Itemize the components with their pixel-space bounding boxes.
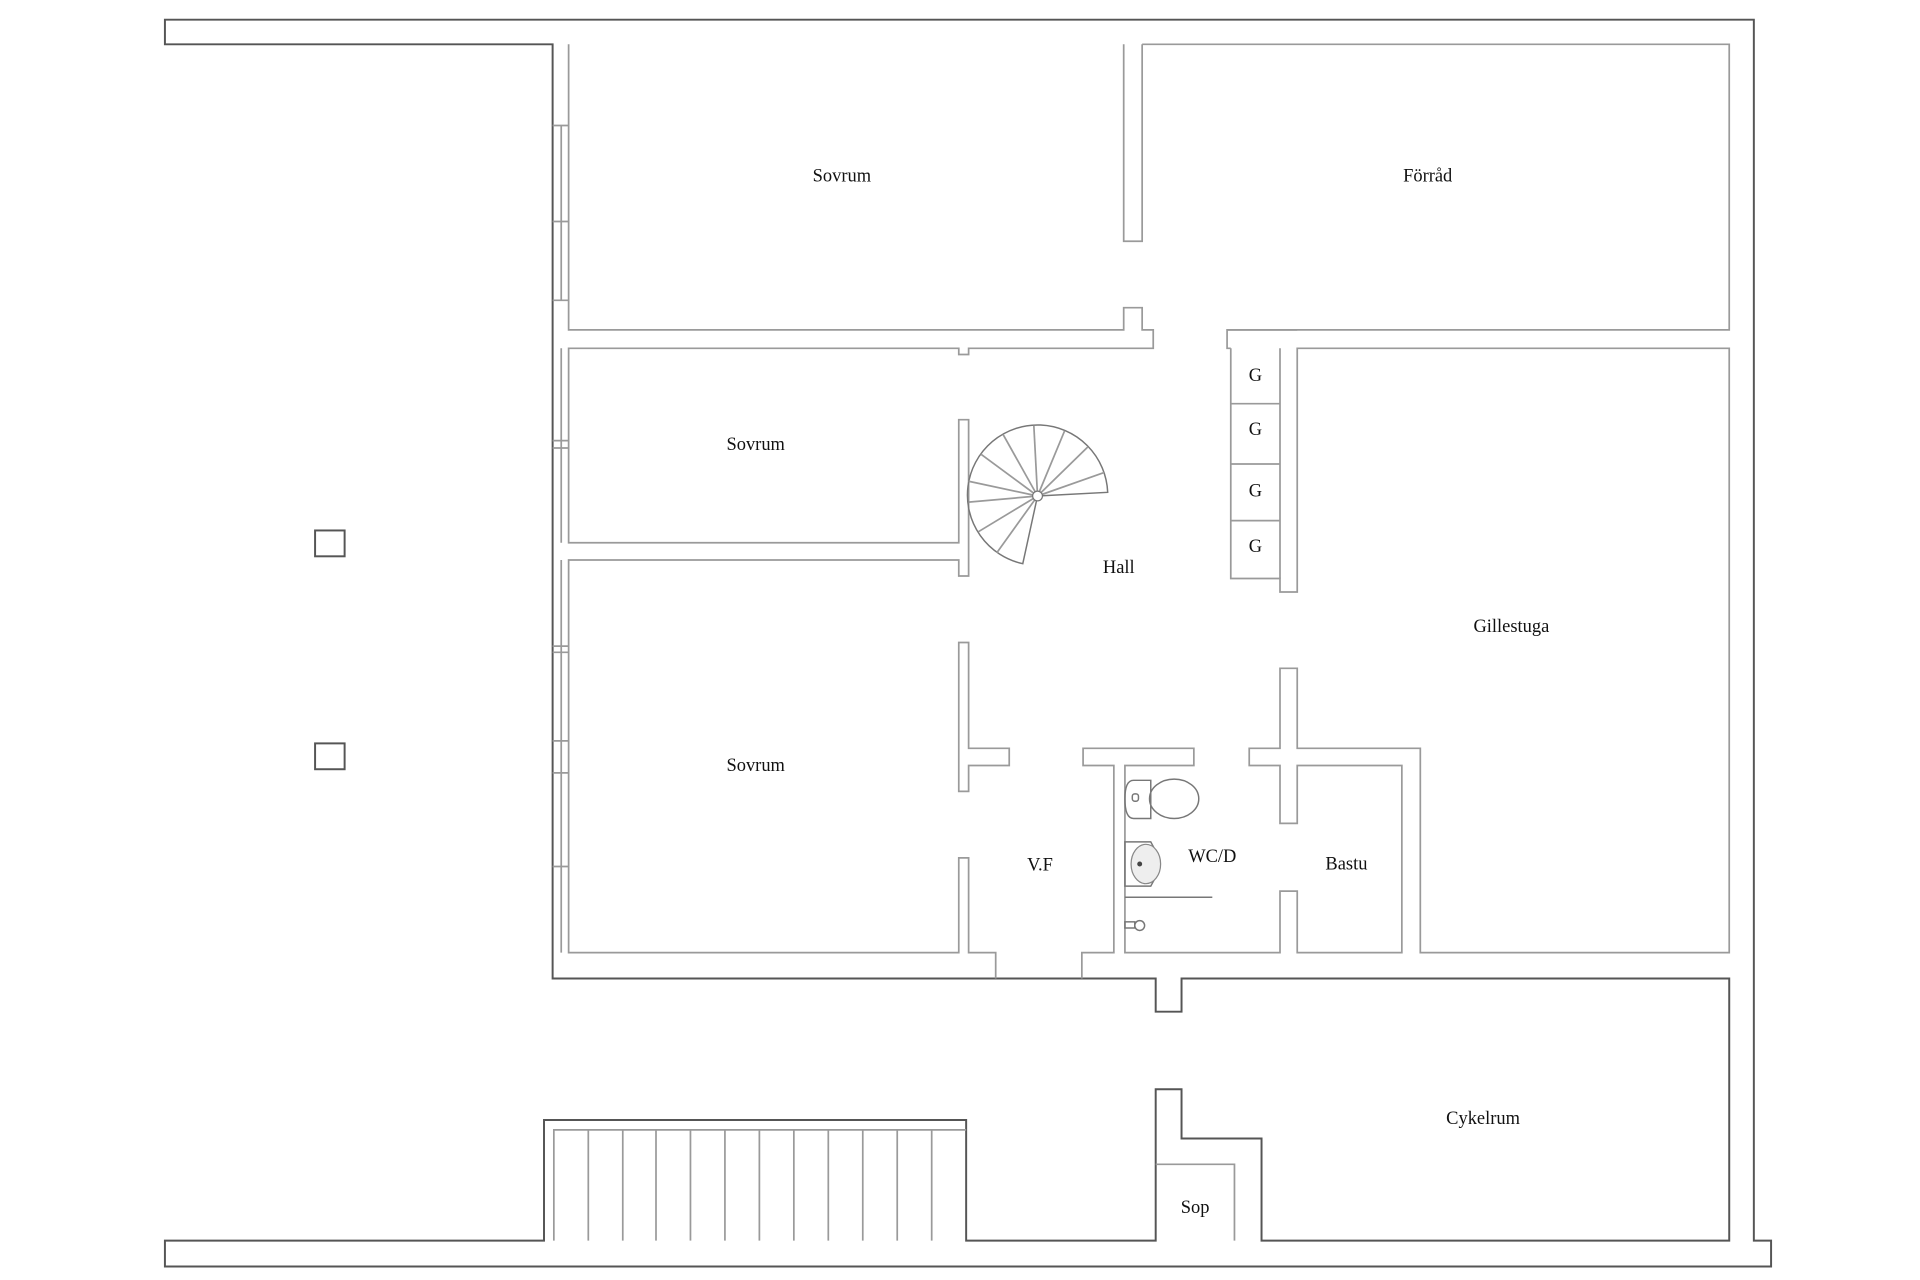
toilet-icon: [1124, 778, 1200, 820]
room-label-vf: V.F: [1027, 855, 1053, 875]
room-labels: Sovrum Förråd Sovrum Hall Gillestuga Sov…: [726, 165, 1549, 1216]
room-label-wcd: WC/D: [1188, 846, 1236, 866]
column-square: [314, 529, 346, 558]
closet-label: G: [1249, 365, 1262, 385]
room-label-sovrum-3: Sovrum: [726, 755, 785, 775]
sink-icon: [1124, 841, 1162, 887]
shower-tap-icon: [1124, 919, 1146, 932]
sop-room: [1155, 1163, 1236, 1241]
outer-walls: [163, 18, 1773, 1268]
room-label-sovrum-2: Sovrum: [726, 434, 785, 454]
room-label-forrad: Förråd: [1403, 165, 1452, 185]
room-label-cykelrum: Cykelrum: [1446, 1108, 1520, 1128]
closet-label: G: [1249, 536, 1262, 556]
spiral-stair: [966, 424, 1109, 565]
room-label-sovrum-1: Sovrum: [813, 165, 872, 185]
room-label-gillestuga: Gillestuga: [1473, 616, 1549, 636]
closet-label: G: [1249, 419, 1262, 439]
column-square: [314, 742, 346, 771]
exterior-stair: [552, 1128, 967, 1241]
inner-walls: [552, 43, 1731, 979]
closet-label: G: [1249, 481, 1262, 501]
room-label-sop: Sop: [1181, 1197, 1210, 1217]
room-label-bastu: Bastu: [1325, 853, 1367, 873]
room-label-hall: Hall: [1103, 557, 1135, 577]
